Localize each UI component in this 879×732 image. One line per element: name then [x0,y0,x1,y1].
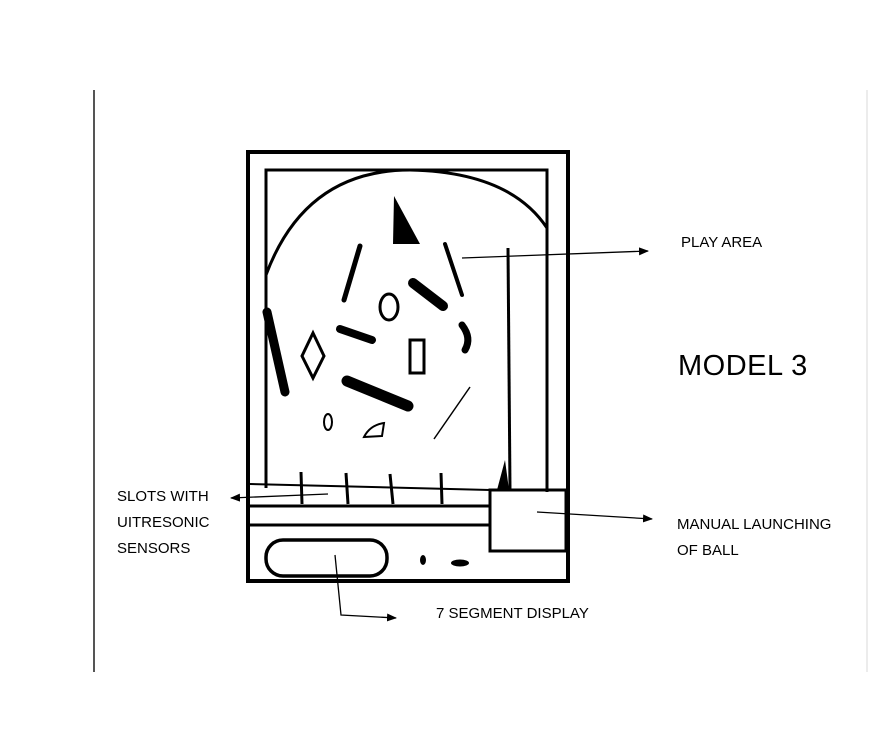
seven-segment-display [264,538,389,578]
oval-bumper [378,292,400,322]
left-guide-rail [341,243,363,303]
slot-divider [299,471,304,505]
launching-label-line: MANUAL LAUNCHING [677,516,832,533]
slot-divider [344,472,350,505]
lower-flipper [341,375,414,412]
play-area-inner-frame [264,168,549,492]
diamond-bumper [300,329,326,382]
launching-label: MANUAL LAUNCHING OF BALL [677,512,831,564]
control-button-dot [420,555,426,565]
slots-label: SLOTS WITH UITRESONIC SENSORS [117,484,210,562]
display-arrow [334,554,397,622]
launch-lane-wall [506,247,512,491]
slots-label-line: UITRESONIC [117,514,210,531]
play-area-arch [264,168,549,276]
launch-gate [497,460,509,490]
control-button-dash [451,559,469,567]
middle-flipper [336,325,376,344]
slot-divider [439,472,444,505]
play-area-label: PLAY AREA [681,234,763,251]
rectangle-target [408,338,426,375]
display-label: 7 SEGMENT DISPLAY [436,605,589,622]
thin-deflector [433,386,471,440]
small-oval-target [323,413,333,431]
upper-flipper [408,278,448,311]
slots-label-line: SENSORS [117,540,191,557]
left-long-flipper [262,307,290,397]
launching-label-line: OF BALL [677,542,739,559]
play-area-arrow [461,247,649,259]
slots-arrow [230,493,329,502]
cabinet-outer-frame [246,150,570,583]
triangle-bumper [393,196,420,244]
slots-label-line: SLOTS WITH [117,488,209,505]
launching-arrow [536,511,653,523]
curved-bumper [458,321,472,354]
slot-rail-top [249,483,491,491]
right-guide-rail [443,242,464,297]
arc-target [362,421,386,439]
model-title: MODEL 3 [678,350,808,382]
slot-divider [388,473,395,505]
launcher-box [488,488,568,553]
